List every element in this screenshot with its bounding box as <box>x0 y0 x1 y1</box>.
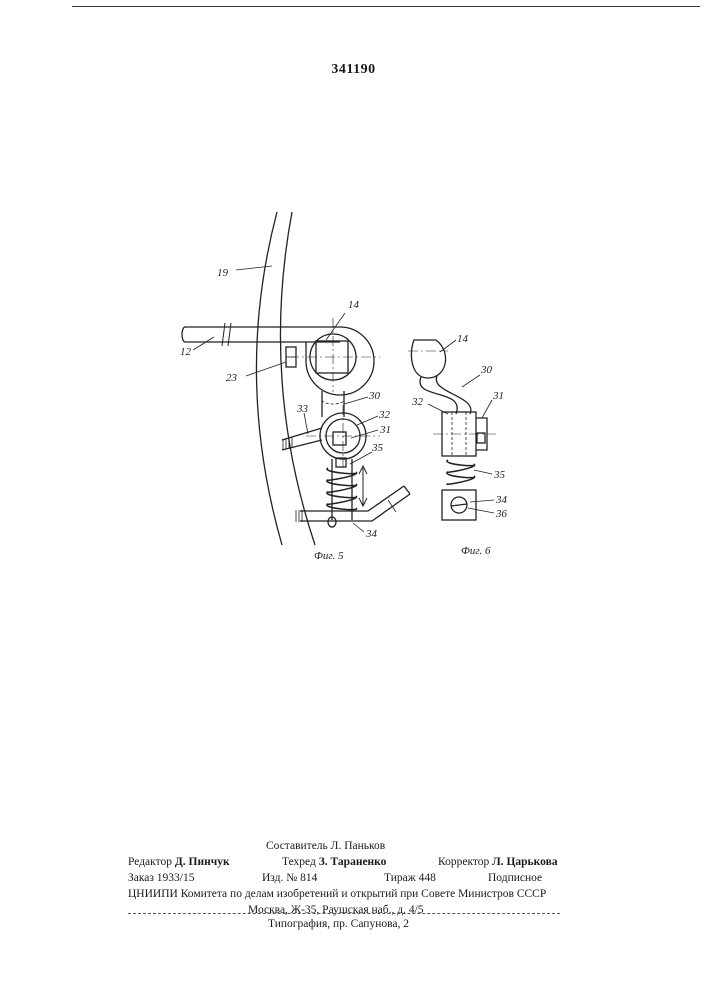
leader-34 <box>353 523 364 532</box>
housing-arc-outer <box>280 212 315 545</box>
leader-6-36 <box>468 508 494 513</box>
print-run: Тираж 448 <box>384 870 436 886</box>
leader-30 <box>344 397 368 404</box>
leader-12 <box>193 337 214 350</box>
head-14 <box>411 340 445 378</box>
lever-hatch <box>388 500 396 512</box>
leader-6-31 <box>482 400 492 418</box>
leader-31 <box>351 430 378 438</box>
leader-6-34 <box>470 500 494 502</box>
label-31: 31 <box>379 424 391 436</box>
leader-33 <box>304 413 308 434</box>
imprint-printing: Типография, пр. Сапунова, 2 <box>128 916 560 932</box>
label-32: 32 <box>378 409 391 421</box>
imprint-staff-row: Редактор Д. Пинчук Техред З. Тараненко К… <box>128 854 560 870</box>
compiler: Составитель Л. Паньков <box>266 838 385 854</box>
techred-label: Техред <box>282 856 316 868</box>
institution: ЦНИИПИ Комитета по делам изобретений и о… <box>128 886 546 902</box>
leader-6-35 <box>474 470 492 474</box>
imprint-institution-row: ЦНИИПИ Комитета по делам изобретений и о… <box>128 886 560 902</box>
label-12: 12 <box>180 346 192 358</box>
editor-name: Д. Пинчук <box>175 856 230 868</box>
label-6-32: 32 <box>411 396 424 408</box>
leader-23 <box>246 362 286 376</box>
imprint-printing-row: Типография, пр. Сапунова, 2 <box>128 916 560 932</box>
bent-rod-30 <box>420 376 471 414</box>
leader-6-30 <box>462 375 480 387</box>
label-14: 14 <box>348 299 360 311</box>
editor-label: Редактор <box>128 856 172 868</box>
label-19: 19 <box>217 267 229 279</box>
motion-arrow <box>359 466 367 506</box>
corrector-label: Корректор <box>438 856 489 868</box>
label-23: 23 <box>226 372 238 384</box>
label-6-34: 34 <box>495 494 508 506</box>
figure-5 <box>182 212 410 545</box>
label-6-31: 31 <box>492 390 504 402</box>
lever-6-pin-36 <box>451 504 467 506</box>
label-33: 33 <box>296 403 309 415</box>
key-31 <box>333 432 346 445</box>
editor: Редактор Д. Пинчук <box>128 854 230 870</box>
label-6-30: 30 <box>480 364 493 376</box>
issue: Изд. № 814 <box>262 870 317 886</box>
spring-6-35 <box>447 460 475 484</box>
label-34: 34 <box>365 528 378 540</box>
imprint: Составитель Л. Паньков Редактор Д. Пинчу… <box>128 838 560 918</box>
key-6-31 <box>477 433 485 443</box>
order: Заказ 1933/15 <box>128 870 195 886</box>
label-6-35: 35 <box>493 469 506 481</box>
label-6-36: 36 <box>495 508 508 520</box>
label-30: 30 <box>368 390 381 402</box>
techred: Техред З. Тараненко <box>282 854 386 870</box>
imprint-separator <box>128 913 560 914</box>
corrector: Корректор Л. Царькова <box>438 854 558 870</box>
imprint-order-row: Заказ 1933/15 Изд. № 814 Тираж 448 Подпи… <box>128 870 560 886</box>
leader-35 <box>350 452 372 464</box>
caption-fig6: Фиг. 6 <box>461 545 491 557</box>
lever-34 <box>300 486 410 521</box>
lever-34-thread <box>296 510 302 522</box>
label-35: 35 <box>371 442 384 454</box>
housing-arc-inner <box>256 212 282 545</box>
subscription: Подписное <box>488 870 542 886</box>
leader-19 <box>236 266 272 270</box>
label-6-14: 14 <box>457 333 469 345</box>
printing-house: Типография, пр. Сапунова, 2 <box>268 916 409 932</box>
techred-name: З. Тараненко <box>319 856 387 868</box>
leader-6-32 <box>428 404 448 414</box>
rod-30-hidden <box>322 400 344 404</box>
lever-34-end <box>404 486 410 494</box>
shaft-12 <box>182 327 340 342</box>
caption-fig5: Фиг. 5 <box>314 550 344 562</box>
corrector-name: Л. Царькова <box>492 856 557 868</box>
imprint-compiler-row: Составитель Л. Паньков <box>128 838 560 854</box>
